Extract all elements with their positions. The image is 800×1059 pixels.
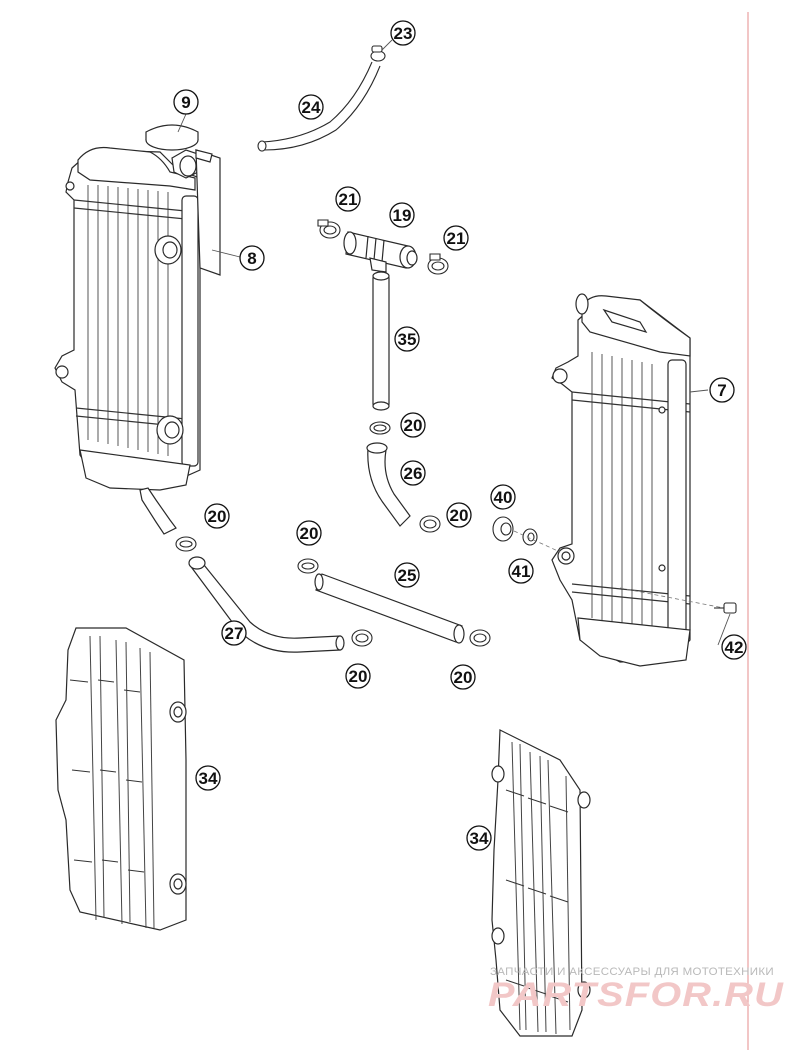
grommet-40 <box>493 517 513 541</box>
svg-text:19: 19 <box>393 206 412 225</box>
hose-clamp-20-lower-left <box>352 630 372 646</box>
callout-41: 41 <box>508 558 534 584</box>
hose-27 <box>189 557 344 652</box>
breather-hose-24 <box>258 62 380 151</box>
callout-9: 9 <box>173 89 199 115</box>
washer-41 <box>523 529 537 545</box>
callout-23: 23 <box>390 20 416 46</box>
callout-20-b: 20 <box>204 503 230 529</box>
leader-lines <box>177 39 731 646</box>
svg-text:34: 34 <box>470 829 489 848</box>
watermark-tagline: ЗАПЧАСТИ И АКСЕССУАРЫ ДЛЯ МОТОТЕХНИКИ <box>490 966 774 978</box>
callout-35: 35 <box>394 326 420 352</box>
svg-text:20: 20 <box>300 524 319 543</box>
hose-connector-19 <box>344 232 417 272</box>
hose-clamp-20-lower-right <box>470 630 490 646</box>
callout-40: 40 <box>490 484 516 510</box>
svg-text:40: 40 <box>494 488 513 507</box>
svg-text:42: 42 <box>725 638 744 657</box>
radiator-guard-left <box>56 628 186 930</box>
callout-42: 42 <box>721 634 747 660</box>
callout-34-right: 34 <box>466 825 492 851</box>
hose-25 <box>315 574 464 643</box>
svg-text:20: 20 <box>450 506 469 525</box>
hose-clamp-23 <box>371 46 385 61</box>
svg-text:41: 41 <box>512 562 531 581</box>
callout-27: 27 <box>221 620 247 646</box>
callout-20-e: 20 <box>345 663 371 689</box>
right-radiator <box>552 294 690 666</box>
left-radiator <box>55 148 220 535</box>
callout-8: 8 <box>239 245 265 271</box>
hose-clamp-20-top <box>370 422 390 434</box>
svg-text:35: 35 <box>398 330 417 349</box>
svg-text:20: 20 <box>208 507 227 526</box>
bolt-42 <box>714 603 736 613</box>
svg-text:21: 21 <box>447 229 466 248</box>
callout-26: 26 <box>400 460 426 486</box>
svg-text:23: 23 <box>394 24 413 43</box>
callout-34-left: 34 <box>195 765 221 791</box>
svg-text:20: 20 <box>349 667 368 686</box>
svg-text:21: 21 <box>339 190 358 209</box>
assembly-lines <box>513 530 725 609</box>
svg-text:25: 25 <box>398 566 417 585</box>
svg-text:7: 7 <box>717 381 726 400</box>
callout-19: 19 <box>389 202 415 228</box>
svg-text:20: 20 <box>404 416 423 435</box>
callout-7: 7 <box>709 377 735 403</box>
svg-text:20: 20 <box>454 668 473 687</box>
hose-clamp-21-right <box>428 254 448 274</box>
callout-20-d: 20 <box>296 520 322 546</box>
callout-25: 25 <box>394 562 420 588</box>
svg-text:9: 9 <box>181 93 190 112</box>
radiator-guard-right <box>492 730 590 1036</box>
pipe-35 <box>373 272 389 410</box>
hose-clamp-21-left <box>318 220 340 238</box>
hose-26 <box>367 443 410 526</box>
hose-clamp-20-mid <box>420 516 440 532</box>
svg-text:26: 26 <box>404 464 423 483</box>
hose-clamp-20-upper-25 <box>298 559 318 573</box>
watermark-brand: PARTSFOR.RU <box>488 976 785 1014</box>
svg-text:24: 24 <box>302 98 321 117</box>
callout-21-right: 21 <box>443 225 469 251</box>
watermark: ЗАПЧАСТИ И АКСЕССУАРЫ ДЛЯ МОТОТЕХНИКИ PA… <box>488 966 785 1014</box>
callout-21-left: 21 <box>335 186 361 212</box>
svg-text:8: 8 <box>247 249 256 268</box>
radiator-cap <box>146 125 212 162</box>
callout-20-c: 20 <box>446 502 472 528</box>
callout-20-f: 20 <box>450 664 476 690</box>
hose-clamp-20-left <box>176 537 196 551</box>
callout-20-a: 20 <box>400 412 426 438</box>
callout-24: 24 <box>298 94 324 120</box>
svg-text:27: 27 <box>225 624 244 643</box>
svg-text:34: 34 <box>199 769 218 788</box>
